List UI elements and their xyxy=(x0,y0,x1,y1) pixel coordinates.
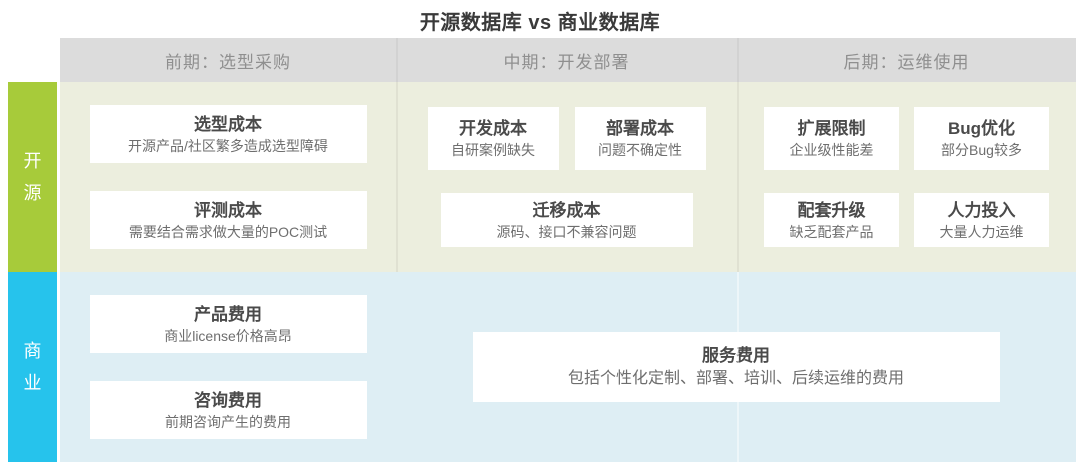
card-title: 扩展限制 xyxy=(797,119,866,138)
card-deployment-cost: 部署成本 问题不确定性 xyxy=(574,107,706,170)
card-title: 部署成本 xyxy=(606,119,674,138)
card-desc: 大量人力运维 xyxy=(939,223,1024,240)
opensource-accent-bar: 开源 xyxy=(8,82,57,272)
commercial-label: 商业 xyxy=(23,341,42,393)
card-service-fee: 服务费用 包括个性化定制、部署、培训、后续运维的费用 xyxy=(472,332,1000,402)
card-title: 产品费用 xyxy=(194,304,262,324)
header-phase-selection: 前期：选型采购 xyxy=(60,38,396,82)
card-desc: 缺乏配套产品 xyxy=(789,223,874,240)
commercial-accent-bar: 商业 xyxy=(8,272,57,462)
card-title: 开发成本 xyxy=(459,119,527,138)
card-title: 评测成本 xyxy=(194,200,262,220)
card-bug-optimization: Bug优化 部分Bug较多 xyxy=(914,107,1049,170)
card-title: 配套升级 xyxy=(797,200,866,220)
row-label-opensource: 开源 xyxy=(8,82,60,272)
card-desc: 开源产品/社区繁多造成选型障碍 xyxy=(128,137,328,154)
card-title: 人力投入 xyxy=(947,200,1016,220)
card-desc: 企业级性能差 xyxy=(789,142,874,158)
cell-opensource-development: 开发成本 自研案例缺失 部署成本 问题不确定性 迁移成本 源码、接口不兼容问题 xyxy=(396,82,737,272)
card-consulting-fee: 咨询费用 前期咨询产生的费用 xyxy=(89,381,367,439)
card-title: 选型成本 xyxy=(194,114,262,134)
page-title: 开源数据库 vs 商业数据库 xyxy=(419,12,661,34)
row-label-commercial: 商业 xyxy=(8,272,60,462)
header-phase-development: 中期：开发部署 xyxy=(396,38,737,82)
card-product-fee: 产品费用 商业license价格高昂 xyxy=(89,295,367,353)
cards-row: 开发成本 自研案例缺失 部署成本 问题不确定性 xyxy=(427,107,706,170)
comparison-table: 前期：选型采购 中期：开发部署 后期：运维使用 开源 选型成本 开源产品/社区繁… xyxy=(8,38,1076,462)
card-desc: 问题不确定性 xyxy=(598,142,682,158)
cell-commercial-service: 服务费用 包括个性化定制、部署、培训、后续运维的费用 xyxy=(396,272,1076,462)
card-expansion-limit: 扩展限制 企业级性能差 xyxy=(764,107,899,170)
card-desc: 前期咨询产生的费用 xyxy=(165,413,291,430)
card-desc: 商业license价格高昂 xyxy=(164,327,292,344)
cards-row: 配套升级 缺乏配套产品 人力投入 大量人力运维 xyxy=(764,193,1049,247)
cell-opensource-operations: 扩展限制 企业级性能差 Bug优化 部分Bug较多 配套升级 缺乏配套产品 人力… xyxy=(737,82,1076,272)
card-development-cost: 开发成本 自研案例缺失 xyxy=(427,107,559,170)
card-desc: 源码、接口不兼容问题 xyxy=(496,223,637,240)
card-manpower-investment: 人力投入 大量人力运维 xyxy=(914,193,1049,247)
card-title: 咨询费用 xyxy=(194,390,262,410)
card-desc: 需要结合需求做大量的POC测试 xyxy=(128,223,328,240)
opensource-label: 开源 xyxy=(23,151,42,203)
card-title: 迁移成本 xyxy=(532,200,601,220)
cell-opensource-selection: 选型成本 开源产品/社区繁多造成选型障碍 评测成本 需要结合需求做大量的POC测… xyxy=(60,82,396,272)
header-phase-operations: 后期：运维使用 xyxy=(737,38,1076,82)
card-migration-cost: 迁移成本 源码、接口不兼容问题 xyxy=(440,193,693,247)
card-desc: 包括个性化定制、部署、培训、后续运维的费用 xyxy=(567,370,904,387)
card-desc: 自研案例缺失 xyxy=(451,142,535,158)
card-selection-cost: 选型成本 开源产品/社区繁多造成选型障碍 xyxy=(89,105,367,163)
cards-row: 扩展限制 企业级性能差 Bug优化 部分Bug较多 xyxy=(764,107,1049,170)
card-title: Bug优化 xyxy=(947,119,1016,138)
card-desc: 部分Bug较多 xyxy=(941,142,1022,158)
card-supporting-upgrade: 配套升级 缺乏配套产品 xyxy=(764,193,899,247)
cell-commercial-selection: 产品费用 商业license价格高昂 咨询费用 前期咨询产生的费用 xyxy=(60,272,396,462)
card-title: 服务费用 xyxy=(702,346,770,365)
corner-spacer xyxy=(8,38,60,82)
card-evaluation-cost: 评测成本 需要结合需求做大量的POC测试 xyxy=(89,191,367,249)
